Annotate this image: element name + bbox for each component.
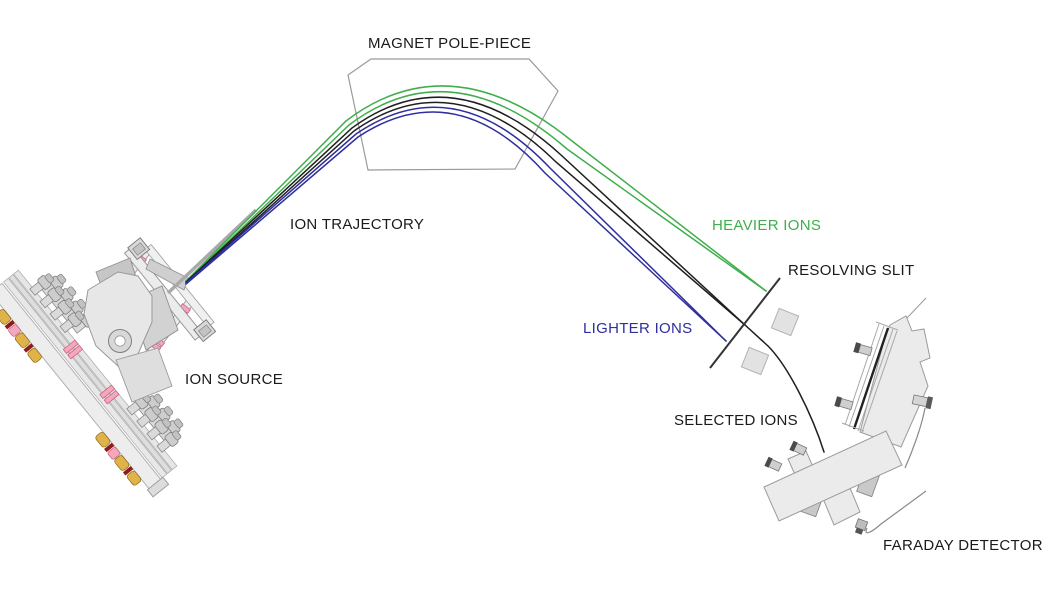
heavier-ion-beam-2 [185,91,767,292]
selected-ion-beam-1 [185,96,746,326]
source-lower-plate [115,347,173,403]
source-bracket [83,271,153,367]
detector-body-bolt-2 [764,456,783,472]
lighter-ion-beam-2 [185,111,727,342]
detector-side-bolt [911,394,934,410]
faraday-detector-illustration [763,297,934,535]
magnet-pole-piece-outline [347,58,559,171]
ion-beams [185,85,825,453]
source-insulator-stack-top [0,309,42,363]
faraday-detector-label: FARADAY DETECTOR [883,537,1043,554]
source-pivot-hole [114,335,126,347]
source-crossbar-cap-bottom [193,319,217,343]
resolving-slit-label: RESOLVING SLIT [788,262,915,279]
source-pink-bands [62,339,120,405]
detector-top-rod [906,297,927,319]
source-crossbar-cap-top [127,237,151,261]
heavier-ions-label: HEAVIER IONS [712,217,822,234]
detector-wire-2 [865,490,927,534]
lighter-ion-beam-1 [185,106,727,342]
slit-block-lower [740,346,770,376]
detector-body-bolt-1 [789,440,808,456]
detector-rail-bolt-1 [853,342,873,357]
magnet-pole-piece-label: MAGNET POLE-PIECE [368,35,532,52]
detector-bottom-bolt [854,518,869,535]
selected-ion-beam-2 [185,101,746,326]
heavier-ion-beam-1 [185,85,767,292]
source-exit-rod [166,208,258,295]
ion-source-label: ION SOURCE [185,371,284,388]
selected-ion-beam-through-slit [744,324,825,453]
source-insulator-stack-bottom [95,431,142,486]
detector-body [763,430,903,522]
detector-rail-bolt-2 [834,396,854,411]
resolving-slit-assembly [709,277,800,376]
slit-block-upper [770,307,800,337]
ion-trajectory-label: ION TRAJECTORY [290,216,425,233]
slit-plane-line [709,277,781,369]
selected-ions-label: SELECTED IONS [674,412,798,429]
lighter-ions-label: LIGHTER IONS [583,320,693,337]
ion-source-illustration [0,208,258,498]
detector-wire-1 [904,407,926,469]
